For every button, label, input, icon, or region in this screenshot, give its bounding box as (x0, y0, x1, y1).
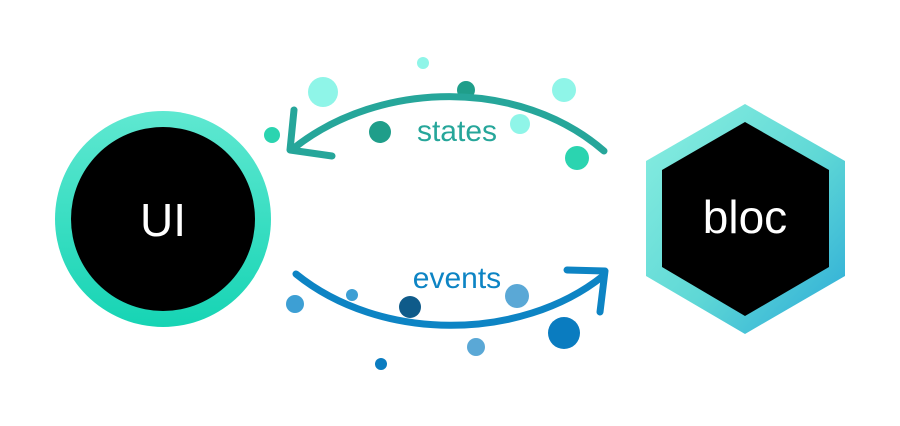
events-particle (286, 295, 304, 313)
states-particle (417, 57, 429, 69)
ui-node-core (71, 127, 255, 311)
events-flow: events (286, 262, 609, 370)
bloc-node-label: bloc (703, 191, 787, 243)
states-particle (264, 127, 280, 143)
bloc-node: bloc (646, 104, 845, 334)
states-arrowhead (286, 106, 336, 160)
states-particle (510, 114, 530, 134)
events-particle (505, 284, 529, 308)
states-arrow (290, 93, 608, 155)
events-particle (346, 289, 358, 301)
events-arrowhead (563, 266, 609, 316)
events-particle (548, 317, 580, 349)
states-particle (552, 78, 576, 102)
events-particle (467, 338, 485, 356)
events-particle (399, 296, 421, 318)
states-flow: states (264, 57, 608, 170)
events-label: events (413, 262, 501, 295)
ui-node: UI (55, 111, 271, 327)
ui-node-label: UI (140, 194, 186, 246)
states-particle (308, 77, 338, 107)
states-label: states (417, 115, 497, 148)
bloc-node-core (662, 122, 829, 316)
states-particle (565, 146, 589, 170)
events-arrow (292, 270, 607, 329)
states-particle (369, 121, 391, 143)
events-particle (375, 358, 387, 370)
